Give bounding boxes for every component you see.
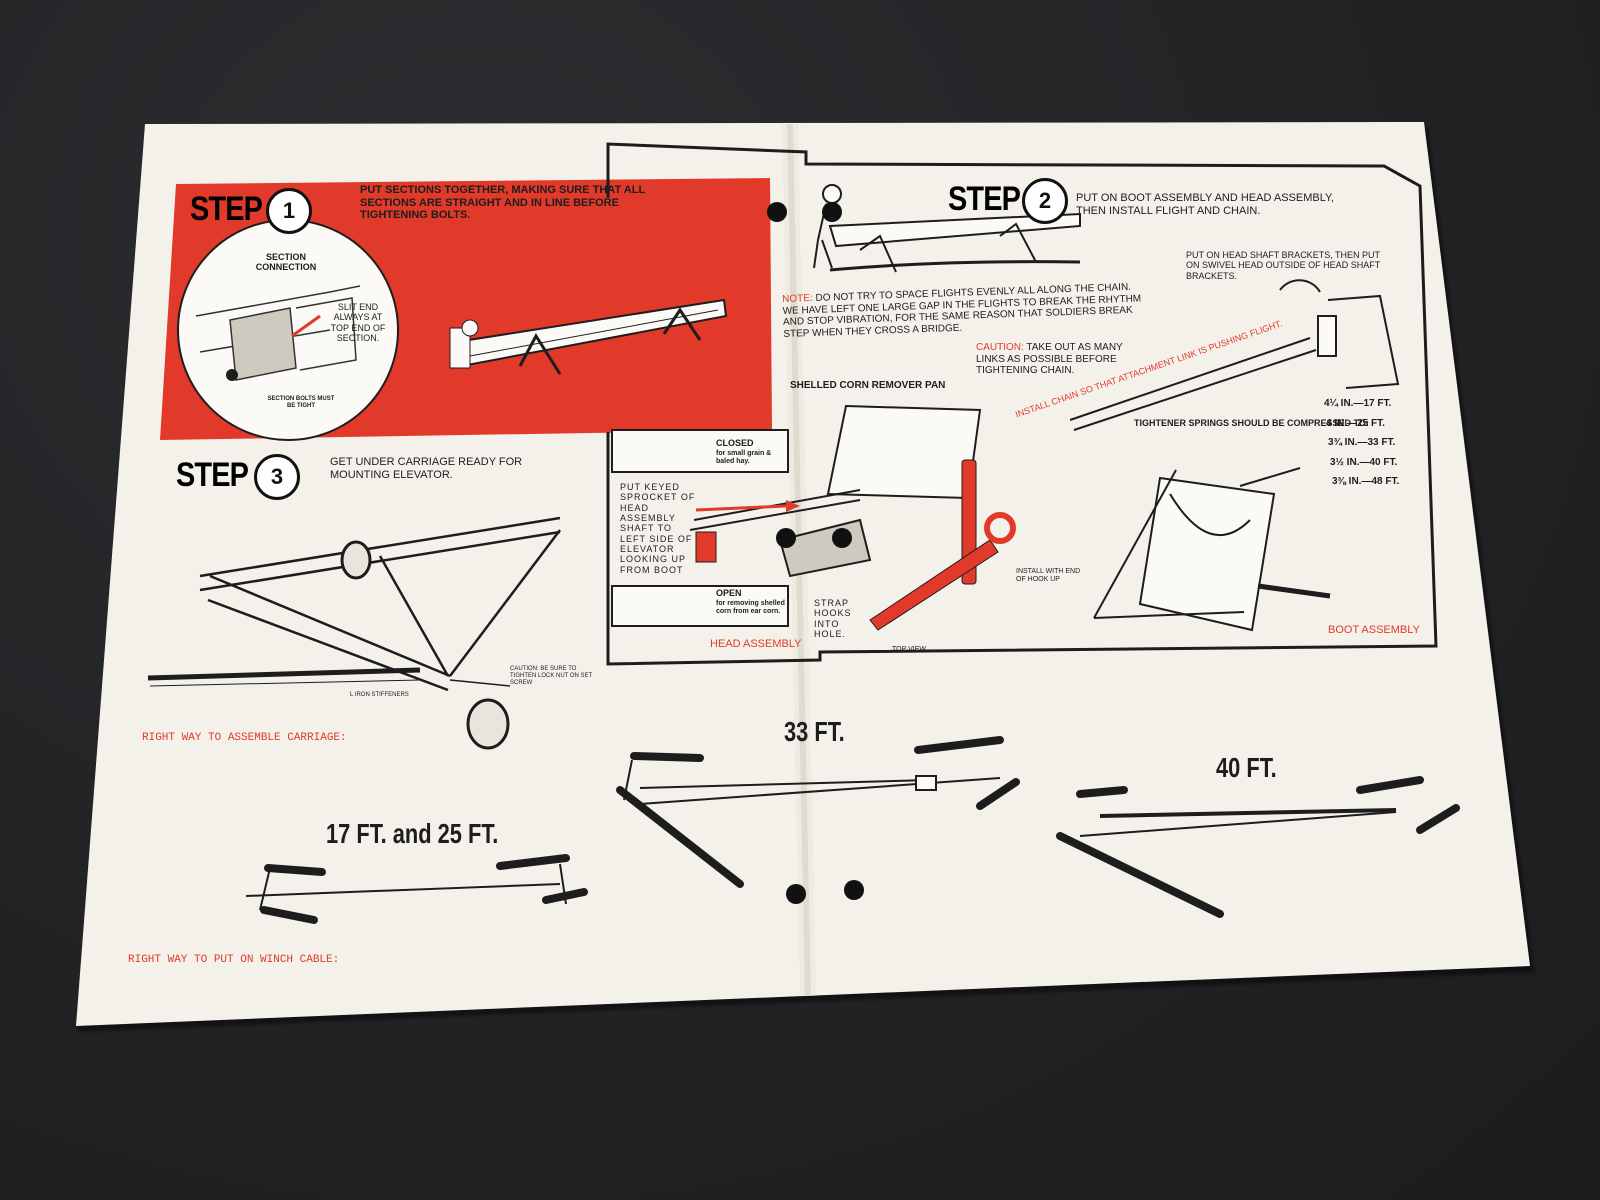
step3-title: STEP (176, 456, 249, 494)
punch-holes (767, 202, 864, 904)
open-description: for removing shelled corn from ear corn. (716, 600, 785, 616)
winch-33-label: 33 FT. (784, 716, 845, 747)
tightener-springs-label: TIGHTENER SPRINGS SHOULD BE COMPRESSED T… (1134, 418, 1369, 428)
spring-33ft: 3¾ IN.—33 FT. (1328, 437, 1396, 448)
caution-chain-note: CAUTION: TAKE OUT AS MANY LINKS AS POSSI… (976, 342, 1146, 377)
step3-instruction: GET UNDER CARRIAGE READY FOR MOUNTING EL… (330, 456, 523, 481)
spring-25ft: 4 IN.—25 FT. (1326, 417, 1385, 429)
closed-description: for small grain & baled hay. (716, 450, 772, 466)
section-bolts-label: SECTION BOLTS MUST BE TIGHT (267, 396, 335, 409)
head-shaft-instruction: PUT ON HEAD SHAFT BRACKETS, THEN PUT ON … (1186, 250, 1381, 281)
step2-number: 2 (1022, 178, 1068, 224)
strap-hooks-label: STRAP HOOKS INTO HOLE. (814, 598, 852, 640)
carriage-drawing (147, 516, 561, 692)
elevator-on-sawhorses-2 (813, 184, 1081, 273)
spring-17ft: 4¼ IN.—17 FT. (1324, 398, 1392, 409)
keyed-sprocket-instruction: PUT KEYED SPROCKET OF HEAD ASSEMBLY SHAF… (620, 482, 696, 575)
shelled-corn-remover-label: SHELLED CORN REMOVER PAN (790, 380, 946, 391)
boot-assembly-drawing (1093, 467, 1331, 632)
install-with-hook-up: INSTALL WITH END OF HOOK UP (1016, 568, 1081, 584)
spring-compression-list: 4¼ IN.—17 FT. 4 IN.—25 FT. 3¾ IN.—33 FT.… (1310, 398, 1399, 488)
step1-instruction: PUT SECTIONS TOGETHER, MAKING SURE THAT … (360, 184, 645, 222)
step2-title: STEP (948, 180, 1021, 218)
step3-number: 3 (254, 454, 300, 500)
red-tightener-hook (695, 459, 1016, 631)
slit-end-label: SLIT END ALWAYS AT TOP END OF SECTION. (330, 302, 386, 344)
elevator-on-sawhorses-1 (449, 298, 728, 375)
right-way-carriage-label: RIGHT WAY TO ASSEMBLE CARRIAGE: (142, 732, 347, 744)
carriage-wheel-upper (340, 540, 372, 580)
step1-title: STEP (190, 190, 263, 228)
spring-48ft: 3⅜ IN.—48 FT. (1332, 476, 1400, 487)
top-view-label: TOP VIEW (892, 646, 926, 653)
step1-number: 1 (266, 188, 312, 234)
caution-text: TAKE OUT AS MANY LINKS AS POSSIBLE BEFOR… (976, 342, 1123, 376)
winch-cable-40-drawing (1056, 776, 1460, 918)
section-connection-label: SECTION CONNECTION (255, 252, 317, 273)
step2-instruction: PUT ON BOOT ASSEMBLY AND HEAD ASSEMBLY, … (1076, 192, 1334, 217)
step2-frame (606, 142, 1438, 666)
right-way-winch-label: RIGHT WAY TO PUT ON WINCH CABLE: (128, 954, 340, 966)
head-shaft-drawing (1069, 279, 1400, 431)
winch-17-25-label: 17 FT. and 25 FT. (326, 818, 499, 849)
carriage-wheel-lower (466, 698, 510, 750)
carriage-caution: CAUTION: BE SURE TO TIGHTEN LOCK NUT ON … (510, 666, 593, 686)
head-assembly-label: HEAD ASSEMBLY (710, 638, 802, 650)
l-iron-stiffeners-label: L IRON STIFFENERS (350, 692, 409, 698)
note-label: NOTE: (782, 292, 813, 305)
closed-label: CLOSED (716, 438, 754, 448)
caution-label: CAUTION: (976, 342, 1024, 353)
open-label: OPEN (716, 588, 742, 598)
boot-assembly-label: BOOT ASSEMBLY (1328, 624, 1420, 636)
winch-cable-33-drawing (616, 736, 1020, 888)
winch-cable-17-25-drawing (245, 854, 588, 924)
winch-40-label: 40 FT. (1216, 752, 1277, 783)
spring-40ft: 3½ IN.—40 FT. (1330, 456, 1398, 468)
head-assembly-drawing (611, 404, 982, 627)
